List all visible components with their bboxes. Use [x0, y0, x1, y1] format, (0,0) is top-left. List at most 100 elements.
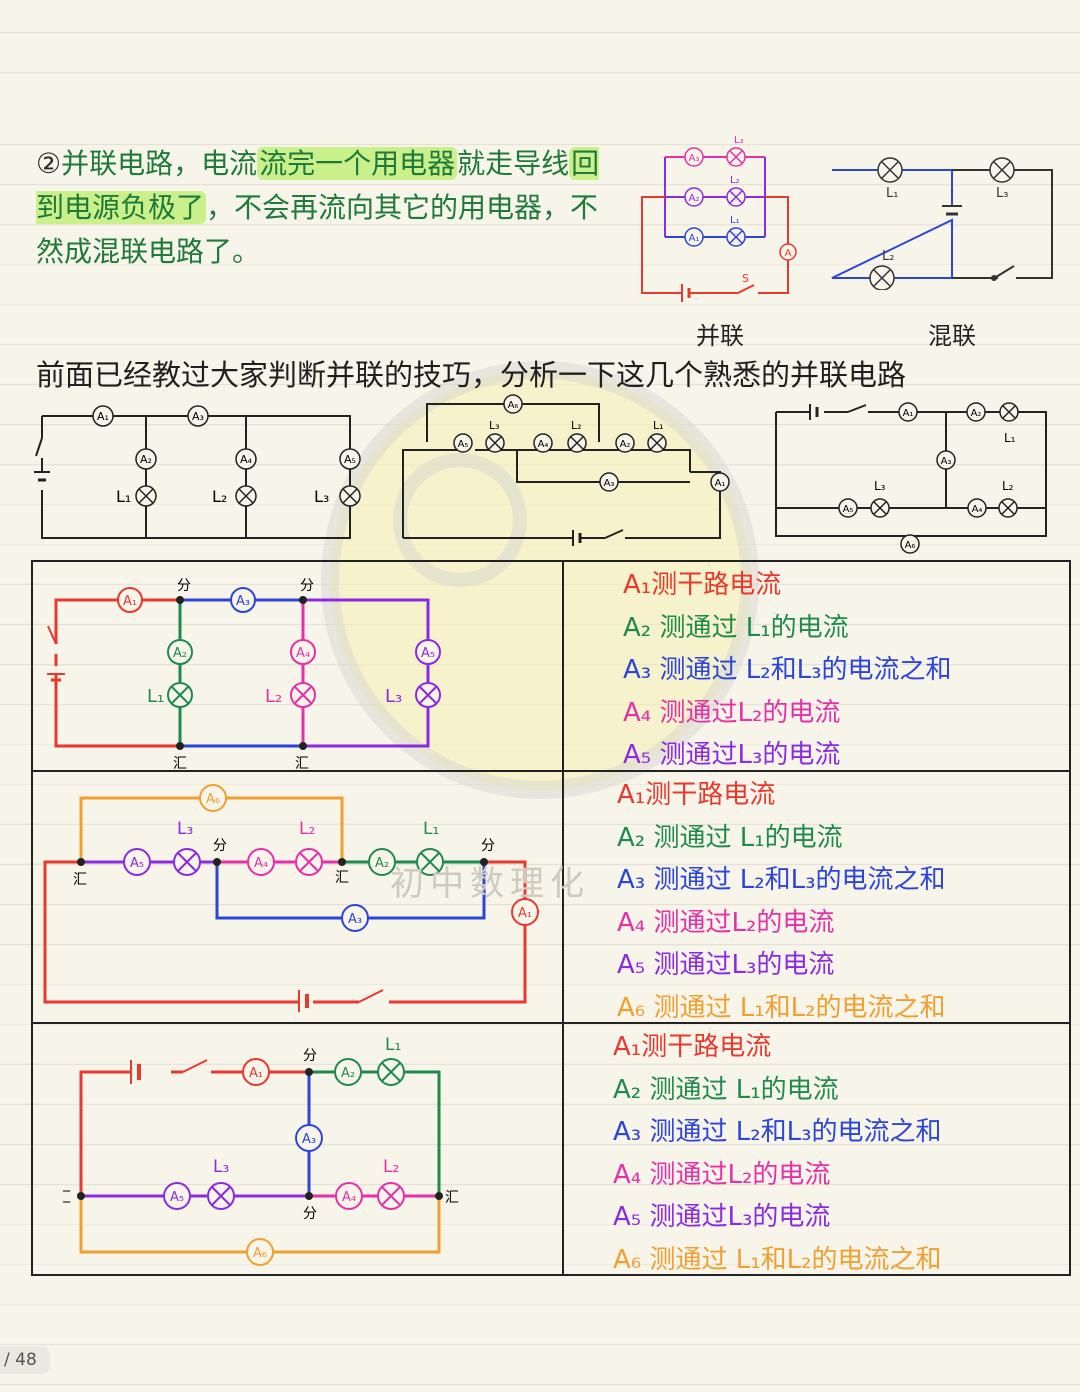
note-a5: A₅ 测通过L₃的电流: [623, 740, 841, 771]
note-a3: A₃ 测通过 L₂和L₃的电流之和: [623, 655, 952, 686]
svg-text:A₅: A₅: [170, 1190, 184, 1205]
svg-text:L₂: L₂: [212, 487, 227, 506]
analysis-table: 分 分 汇 汇 A₁ A₃ A₂ A₄ A₅ L₁ L₂ L₃ A₁测干路电流 …: [31, 560, 1071, 1276]
analysis-notes-1: A₁测干路电流 A₂ 测通过 L₁的电流 A₃ 测通过 L₂和L₃的电流之和 A…: [623, 564, 952, 777]
svg-text:A₅: A₅: [421, 646, 435, 661]
svg-text:A₁: A₁: [689, 233, 700, 244]
svg-text:A₂: A₂: [140, 453, 152, 466]
mixed-circuit-diagram: L₁ L₃ L₂: [831, 157, 1053, 290]
note-a2: A₂ 测通过 L₁的电流: [623, 612, 849, 643]
bulb-l1: L₁: [116, 485, 157, 507]
meter-a2: A₂: [966, 402, 986, 422]
meter-a3: A₃: [295, 1124, 323, 1152]
colored-circuit-3: 分 分 汇 汇 A₁ A₂ L₁ A₃ A₅ L₃ A₄ L₂ A₆: [63, 1035, 459, 1266]
note-a4: A₄ 测通过L₂的电流: [623, 697, 841, 728]
note-a3: A₃ 测通过 L₂和L₃的电流之和: [613, 1117, 942, 1148]
split-label: 分: [481, 838, 495, 854]
meter-a4: A₄: [967, 498, 987, 518]
note-a5: A₅ 测通过L₃的电流: [613, 1202, 831, 1233]
bulb-l2: L₂: [295, 819, 323, 876]
bulb-l3: L₃: [485, 419, 505, 453]
bulb-l1: L₁: [647, 419, 667, 453]
svg-text:A₃: A₃: [236, 594, 250, 609]
meter-a2: A₂: [135, 448, 157, 470]
bulb-l2: L₂: [212, 485, 257, 507]
svg-text:A₁: A₁: [715, 478, 726, 489]
note-a5: A₅ 测通过L₃的电流: [617, 950, 835, 981]
meter-a5: A₅: [339, 448, 361, 470]
svg-text:L₁: L₁: [423, 819, 439, 839]
meter-a1: A₁: [684, 227, 704, 247]
svg-text:A₄: A₄: [240, 453, 253, 466]
svg-text:A: A: [785, 248, 792, 259]
svg-text:L₂: L₂: [730, 175, 740, 186]
analysis-notes-3: A₁测干路电流 A₂ 测通过 L₁的电流 A₃ 测通过 L₂和L₃的电流之和 A…: [613, 1026, 942, 1282]
svg-text:A₅: A₅: [344, 453, 356, 466]
split-label: 分: [213, 838, 227, 854]
bulb-l1: L₁: [877, 157, 903, 201]
switch-label: S: [742, 272, 749, 285]
bulb-l2: L₂: [998, 479, 1018, 518]
svg-text:A₅: A₅: [130, 856, 144, 871]
svg-text:A₃: A₃: [302, 1132, 316, 1147]
svg-text:L₁: L₁: [385, 1035, 401, 1055]
note-a1: A₁测干路电流: [613, 1032, 772, 1062]
note-a1: A₁测干路电流: [617, 780, 776, 810]
note-a1: A₁测干路电流: [623, 570, 782, 600]
svg-text:L₃: L₃: [734, 135, 744, 146]
meter-a1: A₁: [898, 402, 918, 422]
bulb-l2: L₂: [377, 1157, 405, 1210]
svg-text:A₃: A₃: [941, 456, 952, 467]
bulb-l2: L₂: [265, 682, 316, 708]
analysis-notes-2: A₁测干路电流 A₂ 测通过 L₁的电流 A₃ 测通过 L₂和L₃的电流之和 A…: [617, 774, 946, 1030]
svg-text:A₄: A₄: [972, 504, 983, 515]
svg-text:A₃: A₃: [348, 912, 362, 927]
merge-label: 汇: [63, 1190, 71, 1206]
merge-label: 汇: [295, 756, 309, 770]
meter-a2: A₂: [167, 639, 193, 665]
bulb-l1: L₁: [999, 402, 1019, 445]
svg-text:L₁: L₁: [1004, 431, 1016, 445]
meter-a4: A₄: [247, 848, 275, 876]
analysis-row-3: 分 分 汇 汇 A₁ A₂ L₁ A₃ A₅ L₃ A₄ L₂ A₆ A₁测干路…: [31, 1022, 1071, 1276]
meter-a1: A₁: [511, 898, 539, 926]
svg-text:A₂: A₂: [689, 193, 700, 204]
note-a2: A₂ 测通过 L₁的电流: [613, 1074, 839, 1105]
merge-label: 汇: [445, 1190, 459, 1206]
svg-text:L₃: L₃: [314, 487, 329, 506]
meter-a1: A₁: [710, 472, 730, 492]
svg-text:L₂: L₂: [299, 819, 315, 839]
intro-paragraph: ②并联电路，电流流完一个用电器就走导线回到电源负极了，不会再流向其它的用电器，不…: [36, 142, 606, 274]
svg-text:L₂: L₂: [383, 1157, 399, 1177]
svg-text:A₁: A₁: [903, 408, 914, 419]
bulb-l3: L₃: [314, 485, 361, 507]
bulb-l3: L₃: [726, 135, 746, 167]
watermark-text: 初中数理化: [390, 864, 590, 904]
merge-label: 汇: [173, 756, 187, 770]
bulb-l1: L₁: [147, 682, 193, 708]
caption-parallel: 并联: [696, 322, 744, 350]
split-label: 分: [177, 578, 191, 594]
svg-text:A₁: A₁: [97, 410, 109, 423]
note-a6: A₆ 测通过 L₁和L₂的电流之和: [617, 992, 946, 1023]
row-divider: [562, 562, 564, 770]
svg-text:L₃: L₃: [213, 1157, 229, 1177]
meter-a5: A₅: [838, 498, 858, 518]
meter-a2: A₂: [368, 848, 396, 876]
bulb-l1: L₁: [726, 215, 746, 247]
meter-a1: A₁: [242, 1058, 270, 1086]
svg-text:A₄: A₄: [296, 646, 310, 661]
meter-a6: A₆: [503, 394, 523, 414]
svg-text:L₁: L₁: [886, 186, 898, 201]
svg-text:A₂: A₂: [173, 646, 187, 661]
section-subtitle: 前面已经教过大家判断并联的技巧，分析一下这几个熟悉的并联电路: [36, 358, 907, 392]
bulb-l3: L₃: [207, 1157, 235, 1210]
svg-text:A₄: A₄: [342, 1190, 356, 1205]
svg-text:L₂: L₂: [265, 686, 282, 707]
note-a4: A₄ 测通过L₂的电流: [617, 907, 835, 938]
svg-text:A₅: A₅: [843, 504, 854, 515]
meter-a5: A₅: [123, 848, 151, 876]
page-indicator: / 48: [0, 1346, 50, 1374]
meter-a3: A₃: [341, 904, 369, 932]
meter-a3: A₃: [936, 450, 956, 470]
